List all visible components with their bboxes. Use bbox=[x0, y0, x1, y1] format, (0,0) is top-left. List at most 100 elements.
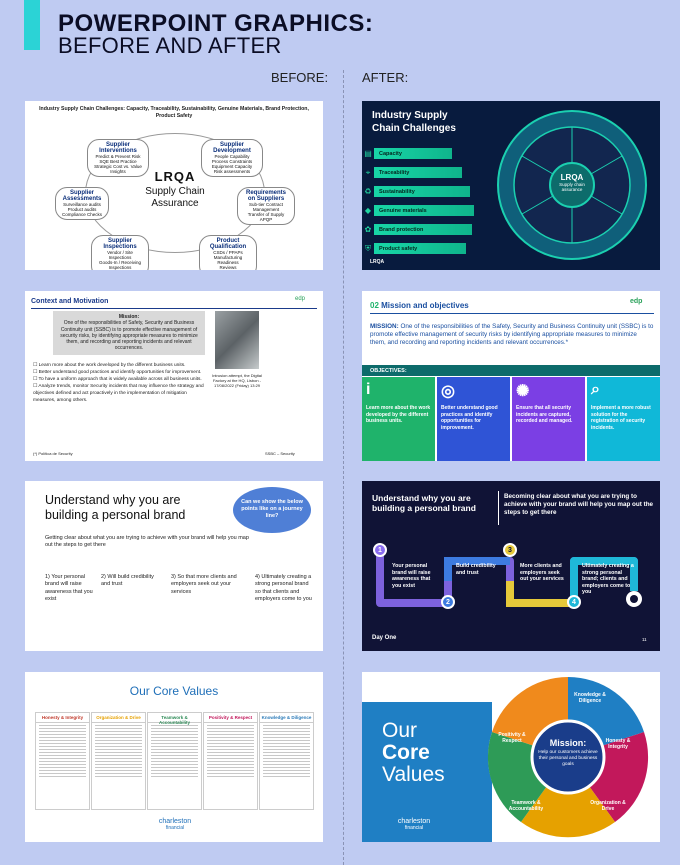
objectives-list: ☐ Learn more about the work developed by… bbox=[33, 363, 205, 405]
lrqa-logo: LRQA bbox=[154, 169, 196, 184]
before-label: BEFORE: bbox=[271, 70, 329, 85]
point-3: 3) So that more clients and employers se… bbox=[171, 574, 237, 595]
step-3-text: More clients and employers seek out your… bbox=[520, 563, 564, 583]
footer-logo: Day One bbox=[372, 635, 397, 641]
sustainability-icon: ♻ bbox=[364, 187, 372, 196]
bar-safety: ⛨Product safety bbox=[362, 243, 466, 254]
slide-brand-after: Understand why you are building a person… bbox=[362, 481, 660, 651]
page-title-line2: BEFORE AND AFTER bbox=[58, 33, 282, 58]
capacity-icon: ▤ bbox=[364, 149, 372, 158]
safety-icon: ⛨ bbox=[365, 243, 371, 253]
value-knowledge: Knowledge & Diligence bbox=[574, 692, 606, 704]
hub-logo: LRQA bbox=[560, 173, 584, 182]
slide-mission-after: 02 Mission and objectives edp MISSION: O… bbox=[362, 291, 660, 461]
footer-right: SSBC – Security bbox=[265, 451, 295, 456]
journey-path bbox=[376, 551, 642, 607]
page-number: 11 bbox=[642, 637, 647, 642]
wheel-hub: LRQA Supply chain assurance bbox=[550, 173, 594, 193]
bullet-3: ☐ To have a uniform approach that is wid… bbox=[33, 376, 202, 382]
slide-title: 02 Mission and objectives bbox=[370, 301, 469, 310]
value-honesty: Honesty & Integrity bbox=[605, 738, 631, 750]
bar-brand: ✿Brand protection bbox=[362, 224, 472, 235]
tile-practices: ◎Better understand good practices and id… bbox=[437, 377, 510, 461]
bullet-1: ☐ Learn more about the work developed by… bbox=[33, 363, 186, 368]
column-teamwork: Teamwork & Accountability bbox=[147, 712, 202, 810]
point-4: 4) Ultimately creating a strong personal… bbox=[255, 574, 312, 603]
slide-title: Understand why you are building a person… bbox=[45, 493, 186, 522]
edp-logo: edp bbox=[630, 298, 643, 305]
slide-title: Understand why you are building a person… bbox=[372, 493, 476, 514]
footer-left: (*) Política de Security bbox=[33, 451, 73, 456]
photo-caption: Intrusion attempt, the Digital Factory a… bbox=[212, 373, 262, 388]
search-icon: ⌕ bbox=[591, 381, 600, 398]
slide-title: Industry Supply Chain Challenges bbox=[372, 110, 456, 134]
hub-text: Supply chain assurance bbox=[559, 182, 585, 193]
values-wheel bbox=[487, 677, 649, 838]
brand-icon: ✿ bbox=[364, 225, 372, 234]
slide-supply-chain-before: Industry Supply Chain Challenges: Capaci… bbox=[25, 101, 323, 270]
center-label: LRQA Supply Chain Assurance bbox=[137, 169, 213, 209]
page-title-line1: POWERPOINT GRAPHICS: bbox=[58, 10, 374, 37]
traceability-icon: ⌖ bbox=[365, 167, 371, 177]
title-rule bbox=[31, 308, 317, 309]
column-positivity: Positivity & Respect bbox=[203, 712, 258, 810]
bullet-2: ☐ Better understand good practices and i… bbox=[33, 369, 202, 375]
after-label: AFTER: bbox=[362, 70, 409, 85]
intro-text: Getting clear about what you are trying … bbox=[45, 535, 249, 549]
bar-traceability: ⌖Traceability bbox=[362, 167, 462, 178]
value-teamwork: Teamwork & Accountability bbox=[508, 800, 544, 812]
slide-brand-before: Understand why you are building a person… bbox=[25, 481, 323, 651]
bar-genuine: ◆Genuine materials bbox=[362, 205, 474, 216]
slide-heading: Industry Supply Chain Challenges: Capaci… bbox=[39, 106, 309, 119]
step-2-text: Build credibility and trust bbox=[456, 563, 496, 576]
gear-icon: ✺ bbox=[516, 383, 530, 400]
point-2: 2) Will build credibility and trust bbox=[101, 574, 154, 588]
bullet-4: ☐ Analyze trends, monitor Security incid… bbox=[33, 383, 204, 403]
target-icon: ◎ bbox=[441, 383, 455, 400]
bar-capacity: ▤Capacity bbox=[362, 148, 452, 159]
edp-logo: edp bbox=[295, 296, 306, 302]
point-1: 1) Your personal brand will raise awaren… bbox=[45, 574, 93, 603]
objectives-bar: OBJECTIVES: bbox=[362, 365, 660, 376]
mission-box: Mission: One of the responsibilities of … bbox=[53, 311, 205, 355]
step-4-text: Ultimately creating a strong personal br… bbox=[582, 563, 634, 596]
column-organization: Organization & Drive bbox=[91, 712, 146, 810]
tile-incidents: ✺Ensure that all security incidents are … bbox=[512, 377, 585, 461]
step-3-marker: 3 bbox=[503, 543, 517, 557]
column-knowledge: Knowledge & Diligence bbox=[259, 712, 314, 810]
genuine-icon: ◆ bbox=[364, 206, 372, 215]
hub-text: Help our customers achieve their persona… bbox=[538, 750, 598, 767]
step-2-marker: 2 bbox=[441, 595, 455, 609]
supply-wheel bbox=[497, 110, 647, 260]
title-divider bbox=[498, 491, 499, 525]
blue-panel bbox=[362, 702, 492, 842]
charleston-logo: charleston financial bbox=[158, 818, 192, 831]
step-1-text: Your personal brand will raise awareness… bbox=[392, 563, 431, 589]
slide-values-after: Our Core Values charleston financial Mis… bbox=[362, 672, 660, 842]
slide-context-before: Context and Motivation edp Mission: One … bbox=[25, 291, 323, 461]
slide-title: Our Core Values bbox=[382, 719, 445, 787]
column-divider bbox=[343, 70, 344, 865]
accent-bar bbox=[24, 0, 40, 50]
slide-title: Context and Motivation bbox=[31, 298, 109, 305]
center-text: Supply Chain Assurance bbox=[145, 186, 205, 209]
incident-photo bbox=[215, 311, 259, 369]
wheel-hub: Mission: Help our customers achieve thei… bbox=[538, 738, 598, 768]
step-1-marker: 1 bbox=[373, 543, 387, 557]
charleston-logo: charleston financial bbox=[397, 818, 431, 831]
slide-supply-chain-after: Industry Supply Chain Challenges ▤Capaci… bbox=[362, 101, 660, 270]
hub-title: Mission: bbox=[549, 738, 587, 748]
mission-text: MISSION: One of the responsibilities of … bbox=[370, 323, 654, 347]
slide-title: Our Core Values bbox=[129, 684, 219, 698]
tile-solution: ⌕Implement a more robust solution for th… bbox=[587, 377, 660, 461]
slide-values-before: Our Core Values Honesty & Integrity Orga… bbox=[25, 672, 323, 842]
info-icon: i bbox=[366, 381, 371, 398]
value-positivity: Positivity & Respect bbox=[498, 732, 526, 744]
